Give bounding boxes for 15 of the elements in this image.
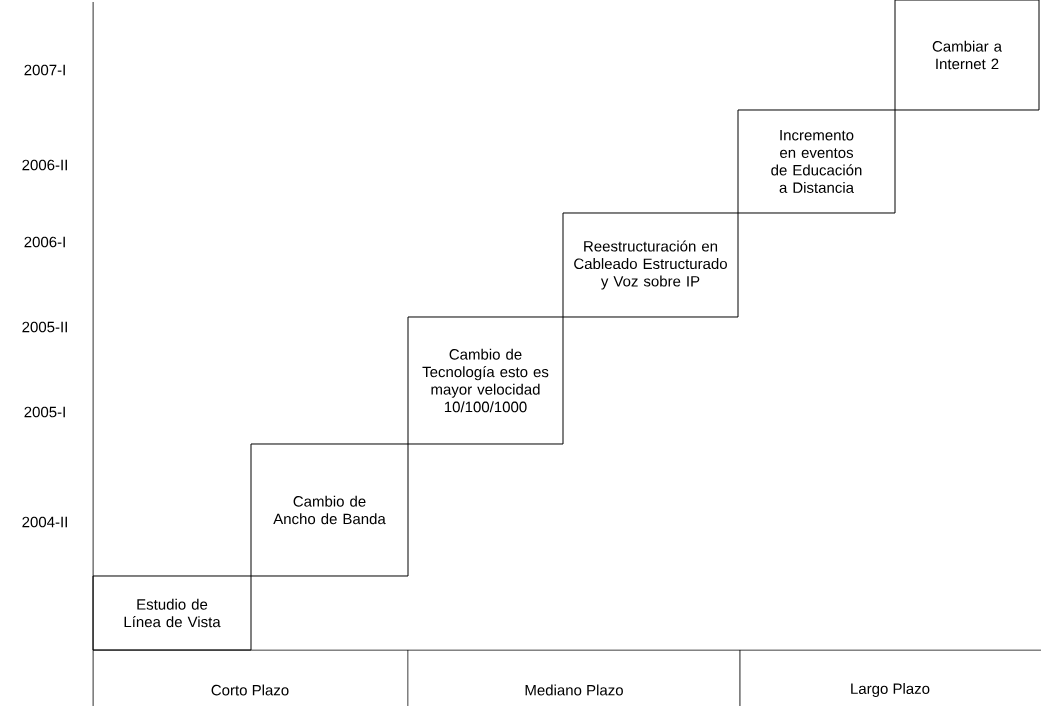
period-label: 2005-II [22,321,67,333]
period-label: 2007-I [24,64,65,76]
term-label: Largo Plazo [851,683,930,697]
term-label: Mediano Plazo [525,684,623,696]
period-label: 2006-II [22,159,67,171]
step-box: Estudio de Línea de Vista [92,575,252,651]
term-label: Corto Plazo [211,684,289,696]
step-box: Cambiar a Internet 2 [894,0,1040,111]
step-box: Incremento en eventos de Educación a Distancia [737,109,896,214]
step-box: Reestructuración en Cableado Estructurado y Voz sobre IP [562,212,739,318]
period-label: 2006-I [24,236,65,248]
step-box: Cambio de Tecnología esto es mayor velocidad 10/100/1000 [407,316,564,445]
step-box: Cambio de Ancho de Banda [250,443,409,577]
period-label: 2005-I [24,406,65,418]
period-label: 2004-II [22,516,67,528]
